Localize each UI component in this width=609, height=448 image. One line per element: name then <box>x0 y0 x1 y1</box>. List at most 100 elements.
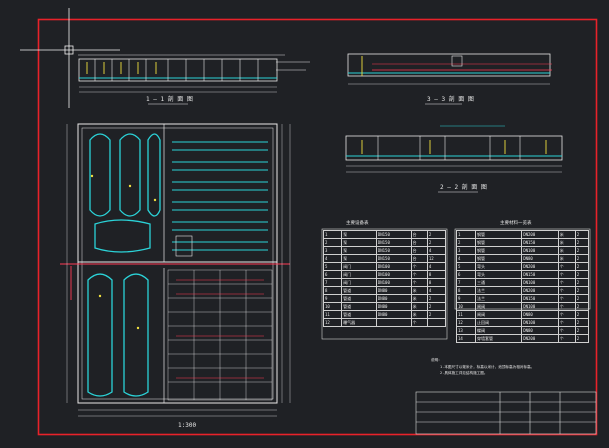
table-cell: 钢管 <box>475 238 523 247</box>
table-cell: 2 <box>426 294 447 303</box>
table-cell: 个 <box>557 334 576 343</box>
table-cell: 阀门 <box>341 262 377 271</box>
table-cell: 泵 <box>341 246 377 255</box>
table-cell: 2 <box>574 270 590 279</box>
table-cell: 管道 <box>341 302 377 311</box>
table-cell: 3 <box>322 246 343 255</box>
table-cell: 8 <box>426 278 447 287</box>
table-cell: 闸阀 <box>475 302 523 311</box>
table-cell: 管道 <box>341 294 377 303</box>
table-cell: DN80 <box>521 254 559 263</box>
table-cell: 2 <box>574 262 590 271</box>
section-1-1-title: 1 — 1 剖 面 图 <box>146 96 193 103</box>
table-cell: 穿墙套管 <box>475 334 523 343</box>
notes-title: 说明： <box>431 358 442 362</box>
table-cell: 个 <box>410 262 428 271</box>
table-cell: 个 <box>557 294 576 303</box>
table-cell: DN100 <box>375 262 412 271</box>
table-cell: 泵 <box>341 238 377 247</box>
table-cell: 个 <box>557 278 576 287</box>
table-cell: 弯头 <box>475 270 523 279</box>
table-cell: 个 <box>557 270 576 279</box>
table-cell: 个 <box>557 262 576 271</box>
section-2-2-title: 2 — 2 剖 面 图 <box>440 184 487 191</box>
table-cell: 12 <box>322 318 343 327</box>
table-cell: 台 <box>410 238 428 247</box>
table-cell: DN100 <box>375 270 412 279</box>
table-cell: 3 <box>455 246 477 255</box>
table-cell: 10 <box>455 302 477 311</box>
table-cell: DN80 <box>375 302 412 311</box>
table-cell: 12 <box>455 318 477 327</box>
table-cell: DN200 <box>521 262 559 271</box>
note-1: 1.本图尺寸以毫米计，标高以米计，池顶标高为相对标高。 <box>440 365 535 369</box>
table-cell: 米 <box>410 294 428 303</box>
table-cell: 2 <box>574 278 590 287</box>
table-cell: 泵 <box>341 230 377 239</box>
table-cell: 泵 <box>341 254 377 263</box>
table-cell: 11 <box>455 310 477 319</box>
table-cell: 6 <box>455 270 477 279</box>
table-cell: 个 <box>557 326 576 335</box>
table-cell: 2 <box>455 238 477 247</box>
table-cell: 钢管 <box>475 230 523 239</box>
section-1-1 <box>78 54 310 105</box>
table-cell: DN150 <box>375 230 412 239</box>
table-cell: 9 <box>322 294 343 303</box>
table-cell: 钢管 <box>475 254 523 263</box>
table-cell: DN200 <box>521 334 559 343</box>
table-cell: 10 <box>322 302 343 311</box>
table-cell: 2 <box>574 230 590 239</box>
plan-scale-label: 1:300 <box>178 422 197 429</box>
table-cell: 个 <box>557 310 576 319</box>
table-cell: DN200 <box>521 286 559 295</box>
table-cell <box>375 318 412 327</box>
table-cell: 米 <box>557 246 576 255</box>
table-cell: 2 <box>426 238 447 247</box>
table-cell: 蝶阀 <box>475 326 523 335</box>
table-cell: DN100 <box>375 278 412 287</box>
table-cell: 4 <box>426 286 447 295</box>
table-cell: 4 <box>455 254 477 263</box>
table-cell: 个 <box>410 318 428 327</box>
table-cell: 5 <box>322 262 343 271</box>
table-cell: 阀门 <box>341 270 377 279</box>
plan-filter-blocks <box>167 269 273 401</box>
table-cell: 1 <box>455 230 477 239</box>
table-cell: 12 <box>426 254 447 263</box>
table-cell: 8 <box>426 270 447 279</box>
table-cell: 三通 <box>475 278 523 287</box>
drawing-frame <box>37 18 598 436</box>
section-3-3 <box>347 53 552 105</box>
table-cell: DN150 <box>375 254 412 263</box>
table-cell: 2 <box>426 310 447 319</box>
table-cell: 闸阀 <box>475 310 523 319</box>
table-cell: 弯头 <box>475 262 523 271</box>
crosshair-cursor <box>20 8 120 108</box>
table-cell: DN150 <box>375 238 412 247</box>
table-cell: 14 <box>455 334 477 343</box>
table-cell: 9 <box>455 294 477 303</box>
table-cell: 11 <box>322 310 343 319</box>
table-cell <box>426 318 447 327</box>
table-cell: DN100 <box>521 302 559 311</box>
